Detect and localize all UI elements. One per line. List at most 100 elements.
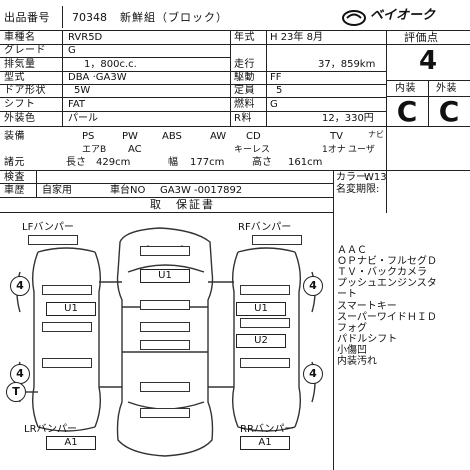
- panel-left-front: [42, 285, 92, 295]
- tire-rear-right-badge: 4: [303, 364, 323, 384]
- grid-left-label-col: [62, 30, 63, 126]
- score-label: 評価点: [404, 31, 439, 44]
- diagram-title: 取 保証書: [150, 198, 215, 211]
- length-value: 429cm: [96, 157, 131, 168]
- note-line: ＴＶ・バックカメラ: [337, 267, 427, 278]
- note-line: プッシュエンジンスタ: [337, 278, 437, 289]
- company-logo: ベイオーク: [340, 8, 465, 28]
- grade-label: グレード: [4, 45, 46, 56]
- panel-front-center: [140, 246, 190, 256]
- panel-left-rear: [42, 358, 92, 368]
- equip-one-owner: 1オナ: [322, 145, 346, 155]
- color-label: 外装色: [4, 113, 36, 124]
- model-label: 型式: [4, 72, 25, 83]
- fuel: G: [270, 99, 278, 110]
- equip-abs: ABS: [162, 131, 182, 142]
- equip-tv: TV: [330, 131, 343, 142]
- interior-grade: C: [396, 95, 418, 128]
- year: H 23年 8月: [270, 32, 323, 43]
- stock-type: 新鮮組（ブロック）: [120, 11, 228, 24]
- note-line: パドルシフト: [337, 334, 398, 345]
- shift: FAT: [68, 99, 86, 110]
- width-label: 幅: [168, 157, 178, 168]
- car-name: RVR5D: [68, 32, 103, 43]
- note-line: 内装汚れ: [337, 356, 377, 367]
- grid-right-col: [386, 30, 387, 213]
- mileage: 37，859km: [318, 59, 376, 70]
- spare-tire-badge: T: [6, 382, 26, 402]
- header-divider: [62, 6, 63, 28]
- panel-rear-center: [140, 408, 190, 418]
- color: パール: [68, 113, 98, 124]
- history-label: 車歴: [4, 185, 25, 196]
- exterior-label: 外装: [436, 83, 457, 94]
- note-line: 小傷凹: [337, 345, 367, 356]
- doors: 5W: [74, 85, 91, 96]
- shift-label: シフト: [4, 99, 36, 110]
- history: 自家用: [42, 185, 72, 196]
- logo-mark-icon: [342, 10, 366, 26]
- exterior-grade: C: [438, 95, 460, 128]
- grid-mid-col: [230, 30, 231, 126]
- damage-code-left-u1: U1: [46, 302, 96, 316]
- equip-ac: AC: [128, 144, 142, 155]
- height-label: 高さ: [252, 157, 272, 168]
- lf-bumper-box: [28, 235, 78, 245]
- damage-code-center-u1: U1: [140, 269, 190, 283]
- note-line: フォグ: [337, 323, 367, 334]
- chassis-number: GA3W -0017892: [160, 185, 243, 196]
- panel-center-3: [140, 322, 190, 332]
- header-bottom-line: [0, 30, 470, 31]
- color-code: W13: [364, 172, 387, 183]
- panel-right-front: [240, 285, 290, 295]
- price: 12，330円: [322, 113, 374, 124]
- year-label: 年式: [234, 32, 255, 43]
- lr-bumper-code: A1: [46, 436, 96, 450]
- panel-left-mid: [42, 322, 92, 332]
- note-line: ート: [337, 289, 357, 300]
- displacement: 1，800c.c.: [84, 59, 137, 70]
- equip-keyless: キーレス: [234, 145, 271, 155]
- model: DBA ·GA3W: [68, 72, 127, 83]
- fuel-label: 燃料: [234, 99, 255, 110]
- equip-aw: AW: [210, 131, 227, 142]
- lr-bumper-label: LRバンパー: [24, 424, 78, 435]
- panel-center-5: [140, 382, 190, 392]
- height-value: 161cm: [288, 157, 323, 168]
- price-label: R料: [234, 113, 252, 124]
- evaluation-score: 4: [418, 46, 438, 76]
- rename-deadline-label: 名変期限:: [336, 184, 380, 195]
- equipment-label: 装備: [4, 131, 25, 142]
- lot-number-label: 出品番号: [4, 11, 50, 24]
- equip-cd: CD: [246, 131, 261, 142]
- inspection-label: 検査: [4, 172, 25, 183]
- lf-bumper-label: LFバンパー: [22, 222, 74, 233]
- equip-pw: PW: [122, 131, 138, 142]
- length-label: 長さ: [66, 157, 86, 168]
- panel-right-mid: [240, 318, 290, 328]
- rr-bumper-label: RRバンパー: [240, 424, 295, 435]
- damage-code-right-u2: U2: [236, 334, 286, 348]
- width-value: 177cm: [190, 157, 225, 168]
- doors-label: ドア形状: [4, 85, 46, 96]
- capacity: 5: [276, 85, 283, 96]
- logo-text: ベイオーク: [370, 8, 436, 23]
- panel-right-rear: [240, 358, 290, 368]
- panel-center-2: [140, 300, 190, 310]
- interior-label: 内装: [395, 83, 416, 94]
- tire-rear-left-badge: 4: [10, 364, 30, 384]
- note-line: スマートキー: [337, 301, 397, 312]
- rf-bumper-label: RFバンパー: [238, 222, 292, 233]
- color-code-label: カラー:: [336, 172, 370, 183]
- mileage-label: 走行: [234, 59, 255, 70]
- tire-front-left-badge: 4: [10, 276, 30, 296]
- equip-airbag: エアB: [82, 145, 107, 155]
- note-line: ＯＰナビ・フルセグＤ: [337, 256, 437, 267]
- grid-mid-label-col: [266, 30, 267, 126]
- drive: FF: [270, 72, 282, 83]
- car-name-label: 車種名: [4, 32, 36, 43]
- rf-bumper-box: [252, 235, 302, 245]
- grade: G: [68, 45, 76, 56]
- equip-navi: ナビ: [368, 130, 384, 139]
- capacity-label: 定員: [234, 85, 255, 96]
